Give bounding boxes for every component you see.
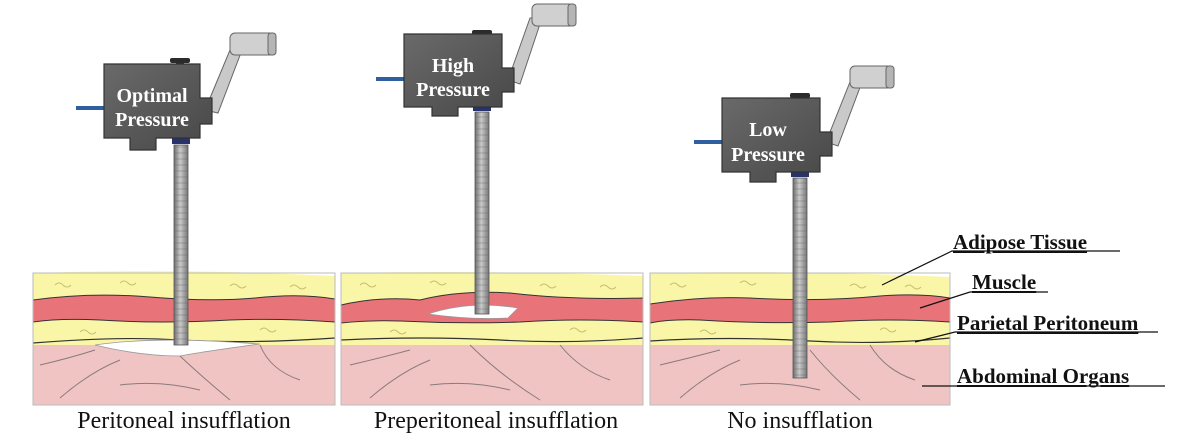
peritoneum-line <box>649 337 951 344</box>
panel-optimal-pressure: Optimal Pressure <box>32 32 336 406</box>
gauge-label-line2: Pressure <box>115 109 189 131</box>
abdominal-organs-layer <box>341 340 643 405</box>
tissue-block <box>340 272 644 406</box>
parietal-peritoneum-label: Parietal Peritoneum <box>957 311 1139 335</box>
peritoneum-line <box>340 337 644 343</box>
caption-preperitoneal-insufflation: Preperitoneal insufflation <box>373 408 619 434</box>
veress-needle <box>172 134 190 346</box>
gauge-label-line1: Optimal <box>116 85 188 107</box>
gauge-label-line1: High <box>432 55 474 77</box>
panel-high-pressure: High Pressure <box>340 3 644 406</box>
pressure-gauge: Optimal Pressure <box>76 32 277 151</box>
pressure-gauge: High Pressure <box>376 3 577 117</box>
panel-low-pressure: Low Pressure <box>649 65 951 406</box>
abdominal-organs-label: Abdominal Organs <box>957 364 1130 388</box>
legend-leader-lines <box>881 250 1165 387</box>
gas-pocket <box>427 304 519 319</box>
gauge-label-line2: Pressure <box>731 144 805 166</box>
caption-peritoneal-insufflation: Peritoneal insufflation <box>77 408 291 434</box>
muscle-label: Muscle <box>972 270 1037 294</box>
muscle-leader <box>919 291 1048 309</box>
gas-pocket <box>94 339 261 357</box>
veress-needle <box>473 101 491 315</box>
pressure-gauge: Low Pressure <box>694 65 895 183</box>
adipose-leader <box>881 250 1120 286</box>
crank-handle <box>229 32 275 56</box>
peritoneum-leader <box>914 331 1158 343</box>
veress-needle <box>791 167 809 379</box>
adipose-tissue-label: Adipose Tissue <box>953 230 1088 254</box>
gauge-label-line1: Low <box>749 119 787 141</box>
gauge-label-line2: Pressure <box>416 79 490 101</box>
caption-no-insufflation: No insufflation <box>727 408 873 434</box>
